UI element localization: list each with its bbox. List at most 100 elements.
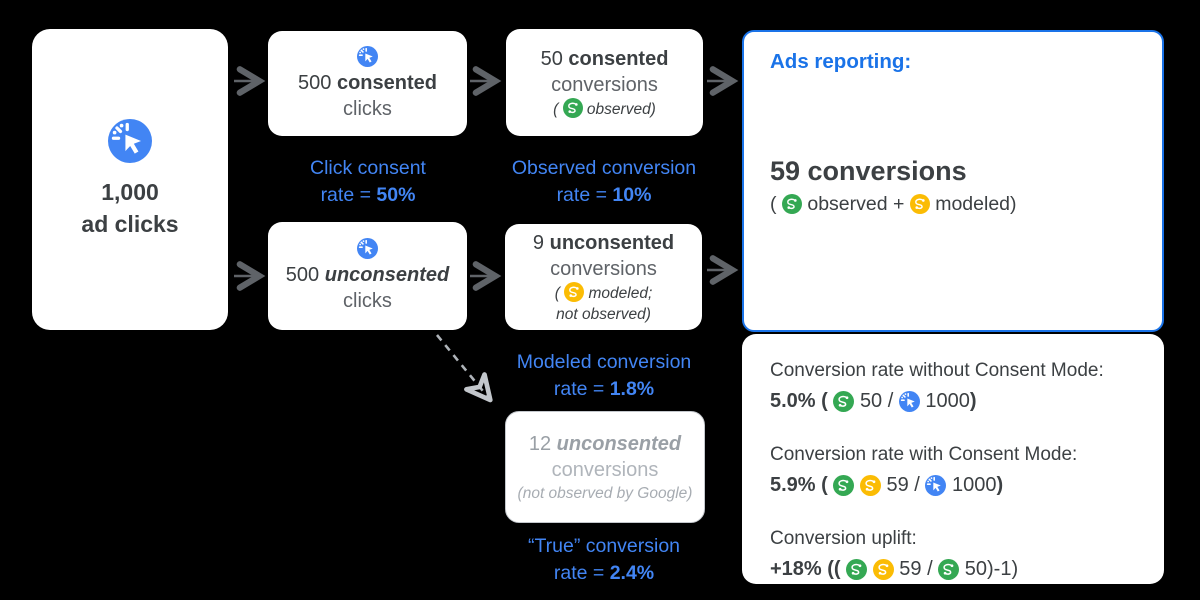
caption-observed-rate: Observed conversion rate = 10% — [464, 155, 744, 209]
stat-seg: 1000 — [925, 390, 970, 412]
caption-value: 2.4% — [609, 562, 655, 584]
stat-conversion-uplift: Conversion uplift: +18% (( 59 / 50)-1) — [770, 527, 1136, 582]
ad-click-icon — [108, 119, 152, 163]
ad-click-icon — [357, 238, 378, 259]
stat-label: Conversion rate with Consent Mode: — [770, 444, 1078, 465]
unconsented-clicks-noun: clicks — [343, 290, 392, 312]
node-consented-conversions: 50 consented conversions ( observed) — [506, 29, 703, 136]
node-consented-clicks: 500 consented clicks — [268, 31, 467, 136]
consented-clicks-line: 500 consented — [298, 70, 437, 96]
stat-seg: 50)-1) — [964, 558, 1019, 580]
stat-seg: 50 / — [859, 390, 899, 412]
caption-prefix: rate = — [556, 184, 613, 206]
conversion-observed-icon — [846, 559, 867, 580]
ads-reporting-headline: 59 conversions — [770, 156, 967, 186]
caption-prefix: rate = — [553, 562, 610, 584]
stat-seg: 59 / — [899, 558, 939, 580]
node-ad-clicks: 1,000 ad clicks — [32, 29, 228, 330]
count: 12 — [528, 432, 557, 455]
caption-value: 1.8% — [609, 378, 655, 400]
stat-value: +18% (( 59 / 50)-1) — [770, 556, 1136, 582]
consented-conversions-line: 50 consented — [541, 46, 669, 72]
true-conversions-note: (not observed by Google) — [517, 484, 693, 502]
node-unconsented-clicks: 500 unconsented clicks — [268, 222, 467, 330]
stat-open: 5.0% ( — [770, 390, 828, 412]
paren: ( — [554, 284, 565, 302]
true-conversions-line: 12 unconsented — [529, 431, 681, 457]
caption-prefix: rate = — [320, 184, 377, 206]
conversion-observed-icon — [782, 194, 802, 214]
consented-conversions-noun: conversions — [551, 73, 658, 96]
stat-open: +18% (( — [770, 558, 841, 580]
node-true-conversions: 12 unconsented conversions (not observed… — [505, 411, 705, 523]
observed-label: observed — [807, 193, 888, 215]
stat-seg: 1000 — [951, 474, 997, 496]
caption-true-rate: “True” conversion rate = 2.4% — [464, 533, 744, 587]
caption-modeled-rate: Modeled conversion rate = 1.8% — [464, 349, 744, 403]
ads-reporting-title: Ads reporting: — [770, 50, 912, 73]
true-conversions-noun: conversions — [551, 458, 659, 481]
stat-value: 5.0% ( 50 / 1000) — [770, 388, 1136, 414]
emphasis: unconsented — [556, 432, 682, 455]
ads-reporting-subline: ( observed + modeled) — [770, 193, 1136, 216]
stat-rate-without-consent-mode: Conversion rate without Consent Mode: 5.… — [770, 359, 1136, 414]
paren: ( — [770, 193, 782, 215]
stat-seg: 59 / — [886, 474, 926, 496]
caption-click-consent-rate: Click consent rate = 50% — [228, 155, 508, 209]
paren: ( — [553, 100, 563, 118]
count: 500 — [285, 264, 325, 286]
caption-prefix: rate = — [553, 378, 610, 400]
dashed-arrow-unconsented-to-true — [435, 334, 493, 403]
stat-label: Conversion uplift: — [770, 528, 917, 549]
stat-rate-with-consent-mode: Conversion rate with Consent Mode: 5.9% … — [770, 443, 1136, 498]
caption-value: 10% — [612, 184, 652, 206]
emphasis: consented — [568, 47, 669, 70]
modeled-conversions-noun: conversions — [550, 257, 657, 280]
conversion-observed-icon — [938, 559, 959, 580]
caption-line2: rate = 2.4% — [464, 560, 744, 587]
caption-line1: “True” conversion — [527, 535, 681, 557]
conversion-observed-icon — [833, 475, 854, 496]
conversion-modeled-icon — [910, 194, 930, 214]
caption-line1: Click consent — [310, 157, 426, 179]
stat-close: ) — [996, 474, 1004, 496]
modeled-conversions-note-1: ( modeled; — [554, 282, 653, 304]
unconsented-clicks-line: 500 unconsented — [286, 262, 449, 288]
conversion-modeled-icon — [564, 282, 584, 302]
node-modeled-conversions: 9 unconsented conversions ( modeled; not… — [505, 224, 702, 330]
ad-click-icon — [925, 475, 946, 496]
caption-value: 50% — [376, 184, 416, 206]
count: 500 — [298, 71, 337, 94]
conversion-observed-icon — [563, 98, 583, 118]
ad-click-icon — [357, 46, 378, 67]
stat-value: 5.9% ( 59 / 1000) — [770, 472, 1136, 498]
emphasis: unconsented — [324, 264, 450, 286]
modeled-conversions-line: 9 unconsented — [533, 230, 674, 256]
caption-line2: rate = 1.8% — [464, 376, 744, 403]
emphasis: unconsented — [549, 231, 675, 254]
modeled-conversions-note-2: not observed) — [556, 305, 651, 323]
emphasis: consented — [336, 71, 437, 94]
ads-reporting-panel: Ads reporting: 59 conversions ( observed… — [742, 30, 1164, 332]
count: 9 — [532, 231, 550, 254]
plus: + — [887, 193, 910, 215]
note-text: modeled; — [588, 284, 653, 302]
consented-clicks-noun: clicks — [343, 97, 392, 120]
caption-line2: rate = 10% — [464, 182, 744, 209]
stat-close: ) — [969, 390, 977, 412]
conversion-stats-panel: Conversion rate without Consent Mode: 5.… — [742, 334, 1164, 584]
ad-clicks-count: 1,000 — [101, 179, 159, 205]
conversion-observed-icon — [833, 391, 854, 412]
stat-open: 5.9% ( — [770, 474, 828, 496]
conversion-modeled-icon — [873, 559, 894, 580]
caption-line2: rate = 50% — [228, 182, 508, 209]
modeled-label: modeled) — [935, 193, 1017, 215]
count: 50 — [540, 47, 569, 70]
consented-conversions-note: ( observed) — [553, 98, 656, 120]
ad-clicks-label: ad clicks — [81, 211, 179, 237]
stat-label: Conversion rate without Consent Mode: — [770, 360, 1104, 381]
caption-line1: Modeled conversion — [516, 351, 692, 373]
note-text: observed) — [586, 100, 656, 118]
